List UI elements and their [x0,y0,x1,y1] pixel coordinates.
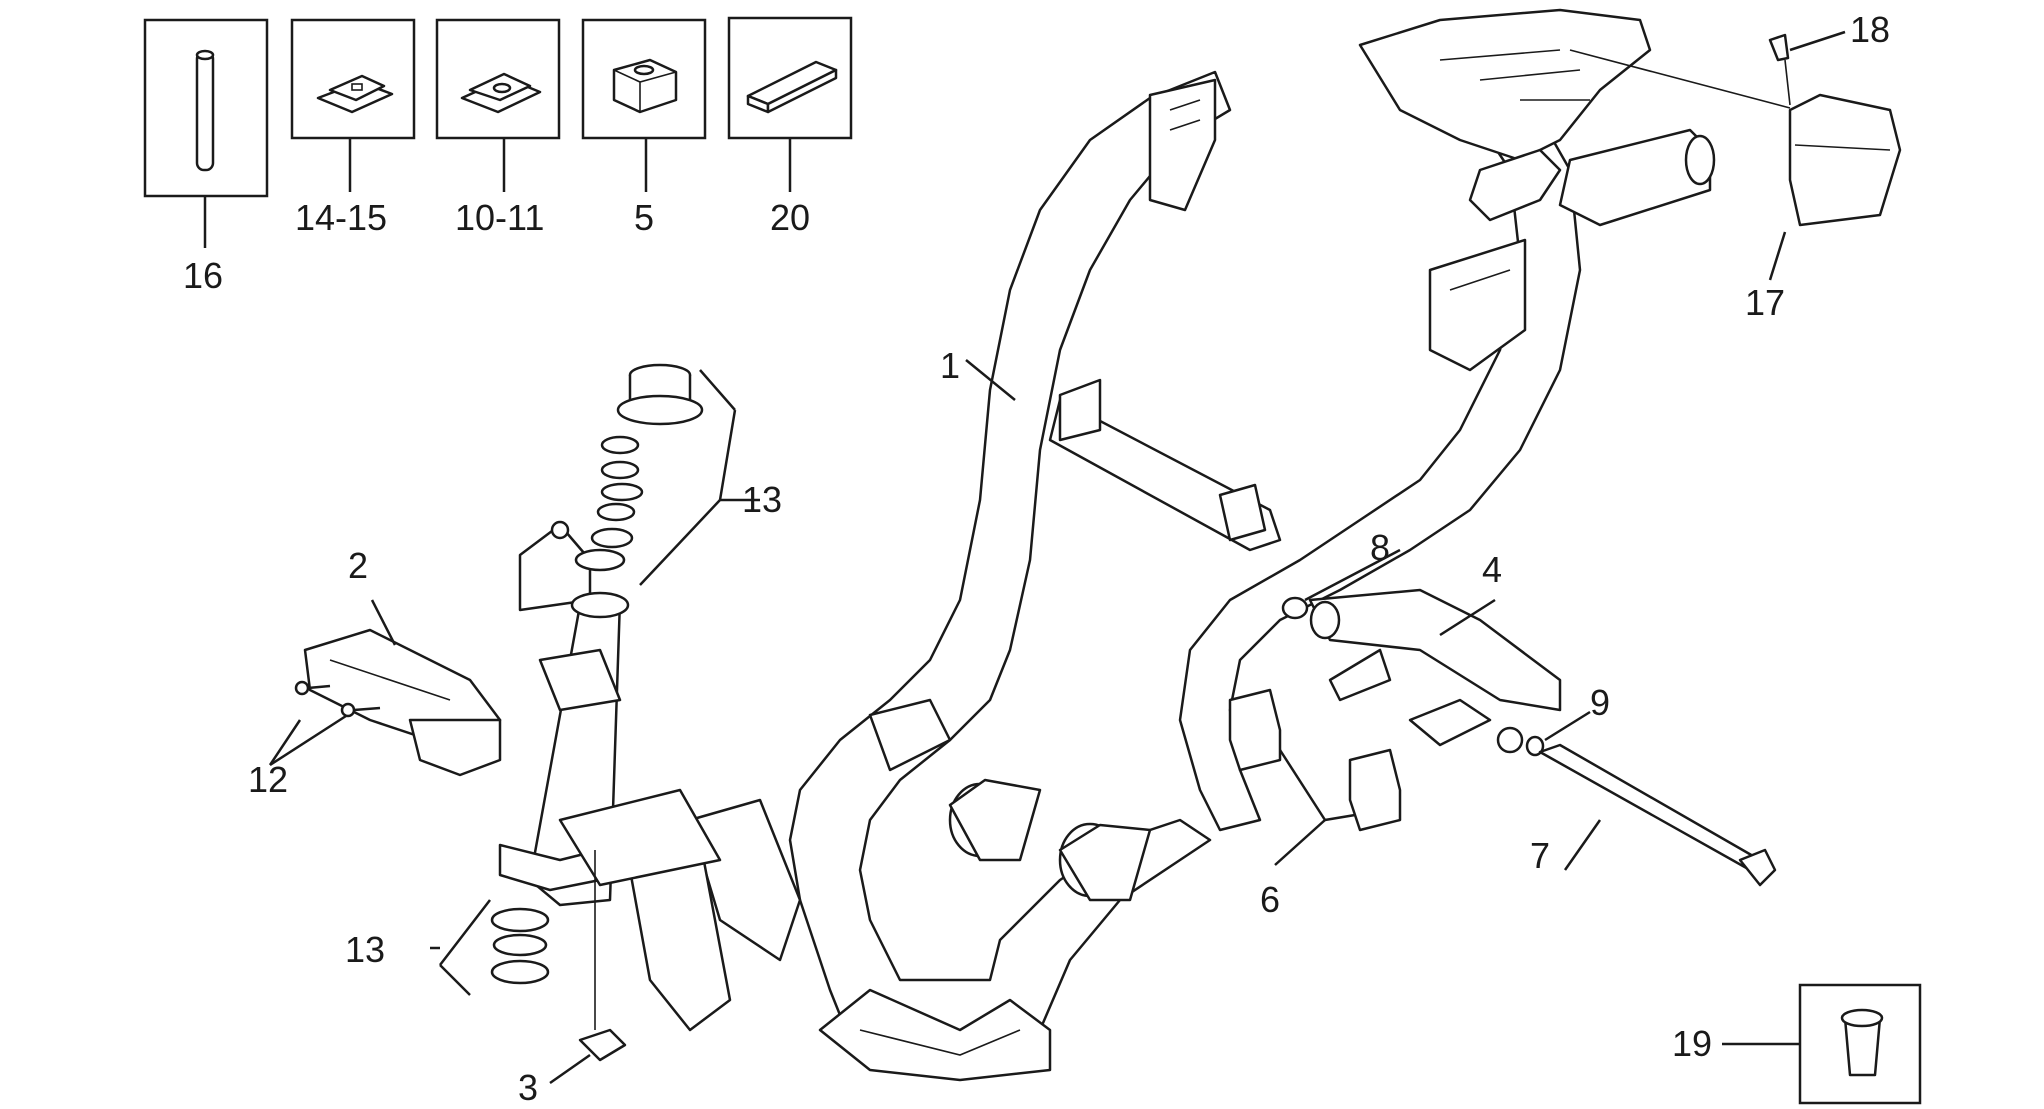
label-18: 18 [1850,9,1890,50]
label-4: 4 [1482,549,1502,590]
bracket-part-2[interactable] [303,628,502,777]
inset-part-16[interactable] [143,18,269,248]
label-1: 1 [940,345,960,386]
label-12: 12 [248,759,288,800]
label-7: 7 [1530,835,1550,876]
label-5: 5 [634,197,654,238]
headset-bearing-stack-top[interactable] [574,363,704,572]
inset-part-10-11[interactable] [435,18,561,192]
label-20: 20 [770,197,810,238]
label-6: 6 [1260,879,1280,920]
steering-head[interactable] [498,520,722,907]
bolts-part-12[interactable] [294,680,381,718]
label-3: 3 [518,1067,538,1108]
silentblocks-part-6[interactable] [1228,688,1402,832]
clip-part-3[interactable] [578,850,627,1062]
label-14-15: 14-15 [295,197,387,238]
leader-lines [268,30,1846,1085]
label-2: 2 [348,545,368,586]
label-17: 17 [1745,282,1785,323]
inset-part-14-15[interactable] [290,18,416,192]
inset-part-5[interactable] [581,18,707,192]
headset-bearing-stack-bottom[interactable] [490,907,550,985]
nut-part-8[interactable] [1281,596,1309,620]
label-19: 19 [1672,1023,1712,1064]
screw-part-18[interactable] [1768,33,1791,106]
scooter-frame[interactable] [628,8,1716,1082]
label-13-top: 13 [742,479,782,520]
label-13-bottom: 13 [345,929,385,970]
mudguard-part-17[interactable] [1788,93,1902,227]
label-16: 16 [183,255,223,296]
callout-labels: 1 2 3 4 5 6 7 8 9 10-11 12 13 13 14-15 1… [183,9,1890,1108]
inset-part-19[interactable] [1722,983,1922,1105]
label-10-11: 10-11 [455,197,544,238]
inset-part-20[interactable] [727,16,853,192]
bolt-part-7[interactable] [1538,743,1777,887]
swing-arm-part-4[interactable] [1308,588,1562,747]
label-9: 9 [1590,682,1610,723]
washer-part-9[interactable] [1496,726,1545,757]
label-8: 8 [1370,527,1390,568]
